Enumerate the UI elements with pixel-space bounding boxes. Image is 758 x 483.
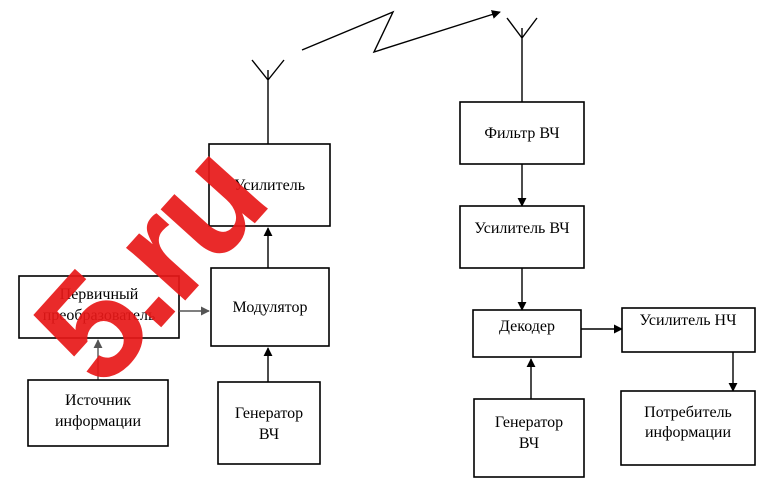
- transmitter-rf-generator-block: Генератор ВЧ: [217, 381, 321, 465]
- receiver-rf-generator-label-line2: ВЧ: [519, 435, 539, 452]
- transmitter-amplifier-block: Усилитель: [208, 143, 331, 227]
- primary-converter-label-line1: Первичный: [60, 286, 139, 303]
- receiver-rf-generator-block: Генератор ВЧ: [473, 398, 585, 478]
- transmitter-rf-generator-label-line2: ВЧ: [259, 426, 279, 443]
- info-source-label-line1: Источник: [65, 392, 131, 409]
- radio-link-arrow: [301, 10, 501, 54]
- transmitter-rf-generator-label-line1: Генератор: [235, 405, 303, 422]
- rf-filter-block: Фильтр ВЧ: [459, 101, 585, 165]
- primary-converter-block: Первичный преобразователь: [18, 275, 180, 339]
- info-consumer-label-line2: информации: [645, 424, 731, 441]
- receiver-rf-generator-label-line1: Генератор: [495, 414, 563, 431]
- modulator-block: Модулятор: [210, 267, 330, 347]
- info-source-label-line2: информации: [55, 413, 141, 430]
- rf-filter-label: Фильтр ВЧ: [484, 125, 559, 142]
- decoder-label: Декодер: [499, 318, 555, 335]
- receiver-antenna-icon: [506, 17, 538, 102]
- lf-amplifier-block: Усилитель НЧ: [621, 307, 756, 353]
- rf-amplifier-block: Усилитель ВЧ: [459, 205, 585, 269]
- rf-amplifier-label: Усилитель ВЧ: [474, 220, 569, 237]
- lf-amplifier-label: Усилитель НЧ: [640, 312, 737, 329]
- transmitter-amplifier-label: Усилитель: [234, 177, 305, 194]
- decoder-block: Декодер: [472, 309, 582, 358]
- modulator-label: Модулятор: [233, 299, 308, 316]
- info-consumer-block: Потребитель информации: [620, 390, 756, 466]
- transmitter-antenna-icon: [251, 59, 285, 144]
- primary-converter-label-line2: преобразователь: [43, 307, 156, 324]
- info-source-block: Источник информации: [27, 379, 169, 447]
- info-consumer-label-line1: Потребитель: [644, 404, 732, 421]
